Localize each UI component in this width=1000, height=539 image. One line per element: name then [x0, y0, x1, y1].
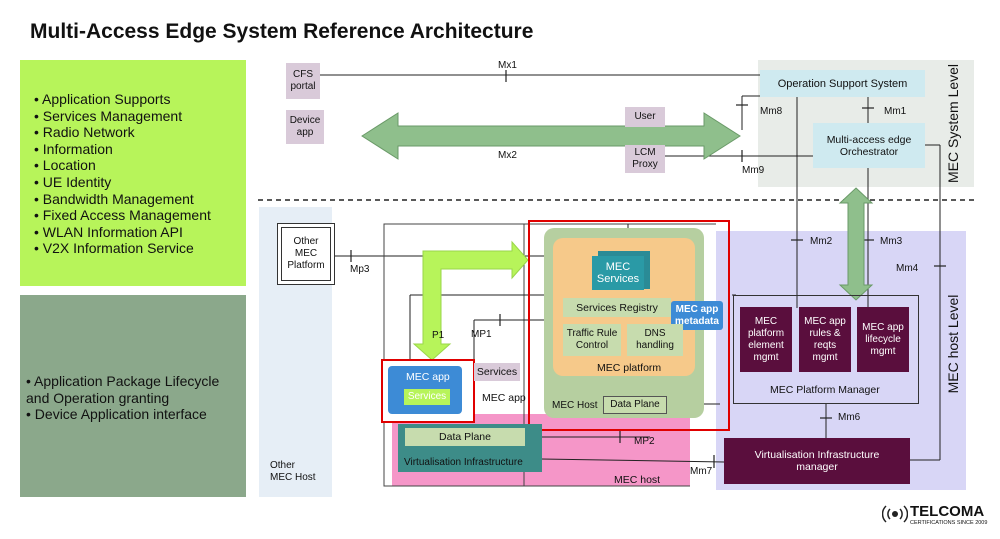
telcoma-logo-icon [881, 505, 909, 523]
ref-mm9: Mm9 [742, 165, 765, 176]
mec-app-title: MEC app [406, 371, 450, 383]
ref-mp2: MP2 [634, 436, 655, 447]
service-item: Services Management [34, 108, 211, 125]
mec-platform-manager-region [733, 295, 919, 404]
host-level-label: MEC host Level [945, 294, 961, 394]
lcm-proxy-box: LCM Proxy [625, 145, 665, 173]
service-item: Fixed Access Management [34, 207, 211, 224]
lifecycle-list: Application Package Lifecycle and Operat… [26, 373, 240, 423]
ref-mm1: Mm1 [884, 106, 907, 117]
other-mec-host-label: Other MEC Host [270, 460, 316, 483]
app-lifecycle-mgmt-box: MEC app lifecycle mgmt [857, 307, 909, 372]
other-mec-platform-box: Other MEC Platform [281, 227, 331, 281]
platform-element-mgmt-box: MEC platform element mgmt [740, 307, 792, 372]
services-registry-box: Services Registry [563, 298, 671, 317]
services-tag-box: Services [474, 363, 520, 381]
mec-platform-label: MEC platform [597, 362, 662, 374]
brand-name: TELCOMA [910, 503, 985, 520]
mec-host-highlight [528, 220, 730, 431]
service-item: Radio Network [34, 124, 211, 141]
ref-mm7: Mm7 [690, 466, 713, 477]
ref-mm6: Mm6 [838, 412, 861, 423]
lifecycle-panel: Application Package Lifecycle and Operat… [20, 295, 246, 497]
data-plane-box: Data Plane [405, 428, 525, 446]
service-item: WLAN Information API [34, 224, 211, 241]
services-list: Application SupportsServices ManagementR… [34, 91, 211, 257]
ref-mp1-a: P1 [432, 330, 445, 341]
service-item: Information [34, 141, 211, 158]
ref-mp3: Mp3 [350, 264, 370, 275]
service-item: UE Identity [34, 174, 211, 191]
other-mec-platform-outer: Other MEC Platform [277, 223, 335, 285]
mec-platform-manager-label: MEC Platform Manager [770, 384, 880, 396]
system-level-label: MEC System Level [945, 63, 961, 183]
ref-mp1-b: MP1 [471, 329, 492, 340]
orchestrator-box: Multi-access edge Orchestrator [813, 123, 925, 168]
lifecycle-item: Device Application interface [26, 406, 240, 423]
lifecycle-item: Application Package Lifecycle and Operat… [26, 373, 240, 406]
dns-handling-box: DNS handling [627, 324, 683, 356]
mec-app-services-box: Services [404, 389, 450, 405]
data-plane-inner-box: Data Plane [603, 396, 667, 414]
service-item: Application Supports [34, 91, 211, 108]
user-box: User [625, 107, 665, 127]
page-title: Multi-Access Edge System Reference Archi… [30, 20, 534, 43]
mec-host-lower-label: MEC host [614, 474, 661, 486]
service-item: V2X Information Service [34, 240, 211, 257]
mec-app-label: MEC app [482, 392, 526, 404]
ref-mm4: Mm4 [896, 263, 919, 274]
service-item: Location [34, 157, 211, 174]
ref-mx1: Mx1 [498, 60, 517, 71]
ref-mm8: Mm8 [760, 106, 783, 117]
brand-tagline: CERTIFICATIONS SINCE 2009 [910, 520, 988, 526]
service-item: Bandwidth Management [34, 191, 211, 208]
ref-mm3: Mm3 [880, 236, 903, 247]
oss-box: Operation Support System [760, 70, 925, 97]
cfs-portal-box: CFS portal [286, 63, 320, 99]
mec-host-label: MEC Host [552, 400, 598, 411]
ref-mm2: Mm2 [810, 236, 833, 247]
virt-infra-label: Virtualisation Infrastructure [404, 457, 523, 468]
vim-box: Virtualisation Infrastructure manager [724, 438, 910, 484]
app-rules-mgmt-box: MEC app rules & reqts mgmt [799, 307, 851, 372]
device-app-box: Device app [286, 110, 324, 144]
services-panel: Application SupportsServices ManagementR… [20, 60, 246, 286]
traffic-rule-box: Traffic Rule Control [563, 324, 621, 356]
mec-services-box: MEC Services [592, 256, 644, 290]
ref-mx2: Mx2 [498, 150, 517, 161]
